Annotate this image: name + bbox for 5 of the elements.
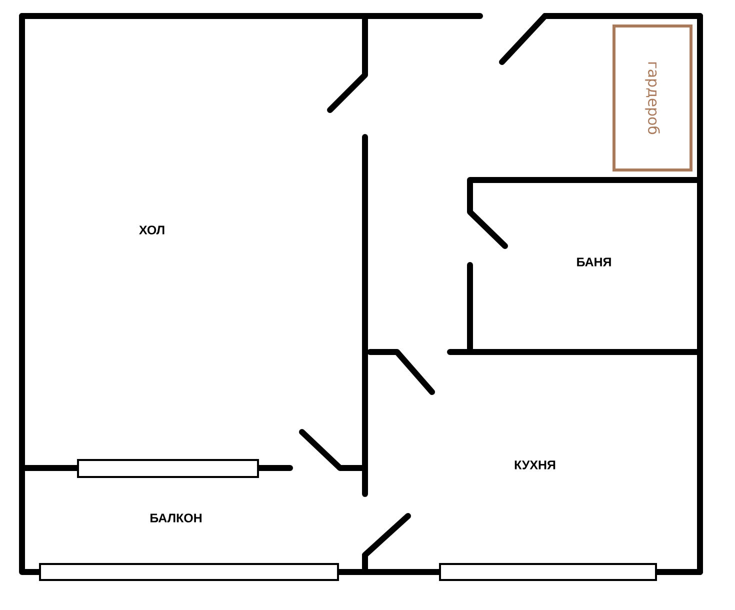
wardrobe-box: гардероб	[612, 24, 692, 172]
room-label: КУХНЯ	[514, 460, 556, 470]
room-label: БАЛКОН	[150, 514, 202, 522]
room-label: ХОЛ	[139, 226, 164, 234]
room-label: БАНЯ	[577, 258, 611, 266]
